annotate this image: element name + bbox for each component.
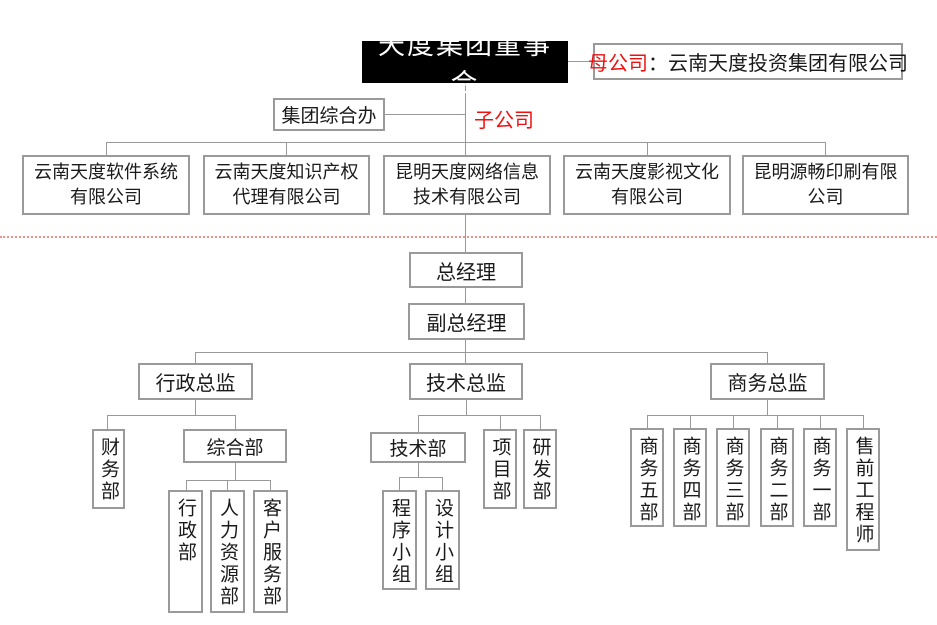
connector-drop bbox=[186, 480, 187, 490]
admin-dept-box: 行政部 bbox=[168, 490, 203, 613]
subsidiary-box-software: 云南天度软件系统 有限公司 bbox=[22, 155, 190, 215]
connector-drop bbox=[500, 415, 501, 429]
business-dept-4-box: 商务四部 bbox=[673, 428, 707, 527]
design-team-label: 设计小组 bbox=[432, 498, 454, 586]
subsidiary-line1: 昆明天度网络信息 bbox=[395, 161, 539, 183]
connector-drop bbox=[270, 480, 271, 490]
subsidiary-box-ip-agency: 云南天度知识产权 代理有限公司 bbox=[203, 155, 370, 215]
connector-drop bbox=[227, 480, 228, 490]
subsidiary-line2: 技术有限公司 bbox=[413, 187, 521, 208]
parent-company-prefix: 母公司 bbox=[588, 51, 648, 75]
rnd-dept-box: 研发部 bbox=[523, 429, 557, 509]
business-dept-1-label: 商务一部 bbox=[809, 436, 832, 524]
business-dept-3-label: 商务三部 bbox=[722, 436, 745, 524]
connector-tech-bus bbox=[418, 415, 540, 416]
hr-dept-label: 人力资源部 bbox=[217, 498, 239, 608]
connector-drop bbox=[733, 415, 734, 428]
connector-drop bbox=[235, 415, 236, 429]
program-team-label: 程序小组 bbox=[389, 498, 411, 586]
admin-dept-label: 行政部 bbox=[175, 498, 197, 564]
connector-drop bbox=[195, 400, 196, 415]
parent-company-box: 母公司：云南天度投资集团有限公司 bbox=[588, 43, 908, 80]
tech-dept-box: 技术部 bbox=[370, 432, 466, 463]
general-manager-box: 总经理 bbox=[409, 252, 523, 288]
connector-business-bus bbox=[647, 415, 863, 416]
connector-teams-bus bbox=[399, 477, 442, 478]
director-box-admin: 行政总监 bbox=[138, 363, 253, 400]
connector-drop bbox=[767, 352, 768, 363]
connector-drop bbox=[767, 400, 768, 415]
customer-service-dept-box: 客户服务部 bbox=[253, 490, 288, 613]
design-team-box: 设计小组 bbox=[425, 490, 460, 590]
hr-dept-box: 人力资源部 bbox=[210, 490, 245, 613]
presales-engineer-label: 售前工程师 bbox=[852, 436, 875, 546]
subsidiary-line1: 云南天度影视文化 bbox=[575, 161, 719, 183]
subsidiary-line2: 有限公司 bbox=[611, 187, 683, 208]
subsidiary-line1: 云南天度软件系统 bbox=[34, 161, 178, 183]
deputy-general-manager-box: 副总经理 bbox=[408, 303, 525, 340]
subsidiary-line2: 代理有限公司 bbox=[232, 187, 341, 208]
customer-service-dept-label: 客户服务部 bbox=[260, 498, 282, 608]
business-dept-5-box: 商务五部 bbox=[630, 428, 664, 527]
business-dept-4-label: 商务四部 bbox=[679, 436, 702, 524]
connector-drop bbox=[107, 415, 108, 429]
connector-admin-bus bbox=[107, 415, 235, 416]
connector-drop bbox=[690, 415, 691, 428]
business-dept-2-box: 商务二部 bbox=[760, 428, 794, 527]
subsidiary-line1: 昆明源畅印刷有限 bbox=[753, 161, 898, 183]
connector-dgm-bus bbox=[465, 340, 466, 352]
program-team-box: 程序小组 bbox=[382, 490, 417, 590]
connector-drop bbox=[418, 463, 419, 477]
connector-spine-top bbox=[465, 83, 466, 155]
finance-dept-box: 财务部 bbox=[92, 429, 125, 509]
project-dept-label: 项目部 bbox=[489, 437, 512, 503]
connector-drop bbox=[647, 142, 648, 155]
presales-engineer-box: 售前工程师 bbox=[846, 428, 880, 551]
subsidiary-box-film-culture: 云南天度影视文化 有限公司 bbox=[563, 155, 731, 215]
subsidiary-box-printing: 昆明源畅印刷有限 公司 bbox=[742, 155, 909, 215]
connector-drop bbox=[195, 352, 196, 363]
subsidiary-line2: 公司 bbox=[807, 187, 844, 208]
board-box: 天度集团董事会 bbox=[362, 30, 568, 100]
general-dept-box: 综合部 bbox=[183, 429, 287, 463]
connector-general-bus bbox=[186, 480, 270, 481]
subsidiary-label: 子公司 bbox=[474, 108, 534, 132]
rnd-dept-label: 研发部 bbox=[529, 437, 552, 503]
connector-office-spine bbox=[385, 114, 465, 115]
business-dept-3-box: 商务三部 bbox=[716, 428, 750, 527]
group-office-box: 集团综合办 bbox=[273, 98, 385, 131]
connector-drop bbox=[863, 415, 864, 428]
project-dept-box: 项目部 bbox=[483, 429, 517, 509]
connector-drop bbox=[825, 142, 826, 155]
connector-drop bbox=[647, 415, 648, 428]
subsidiary-line2: 有限公司 bbox=[70, 187, 142, 208]
connector-company-gm bbox=[465, 215, 466, 252]
director-box-tech: 技术总监 bbox=[409, 363, 523, 400]
subsidiary-line1: 云南天度知识产权 bbox=[214, 161, 359, 183]
connector-gm-dgm bbox=[465, 288, 466, 303]
parent-company-name: ：云南天度投资集团有限公司 bbox=[648, 51, 908, 75]
connector-drop bbox=[820, 415, 821, 428]
connector-drop bbox=[418, 415, 419, 432]
connector-drop bbox=[399, 477, 400, 490]
connector-companies-bus bbox=[106, 142, 825, 143]
connector-drop bbox=[466, 400, 467, 415]
business-dept-5-label: 商务五部 bbox=[636, 436, 659, 524]
business-dept-1-box: 商务一部 bbox=[803, 428, 837, 527]
subsidiary-box-network-info: 昆明天度网络信息 技术有限公司 bbox=[383, 155, 551, 215]
connector-drop bbox=[465, 352, 466, 363]
connector-directors-bus bbox=[195, 352, 767, 353]
connector-board-parent bbox=[568, 61, 593, 62]
business-dept-2-label: 商务二部 bbox=[766, 436, 789, 524]
connector-drop bbox=[442, 477, 443, 490]
finance-dept-label: 财务部 bbox=[98, 437, 120, 503]
director-box-business: 商务总监 bbox=[710, 363, 825, 400]
red-dotted-separator bbox=[0, 236, 937, 238]
connector-drop bbox=[777, 415, 778, 428]
connector-drop bbox=[106, 142, 107, 155]
connector-drop bbox=[286, 142, 287, 155]
connector-drop bbox=[540, 415, 541, 429]
connector-drop bbox=[235, 463, 236, 480]
